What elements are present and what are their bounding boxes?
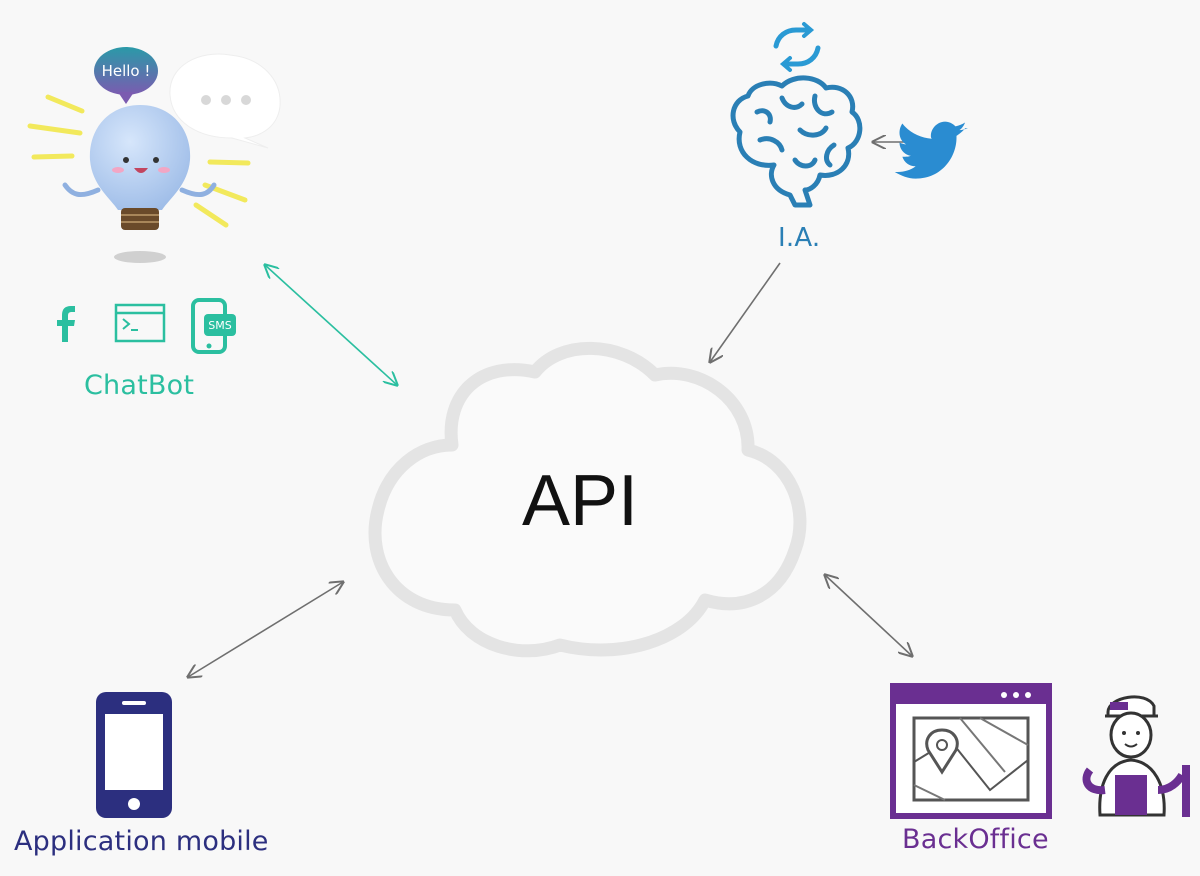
refresh-icon	[773, 22, 821, 72]
edge-chatbot-api	[265, 265, 397, 385]
ia-label: I.A.	[778, 223, 821, 253]
edge-mobile-api	[188, 582, 343, 677]
chatbot-mascot-icon	[27, 47, 281, 263]
hello-bubble-text: Hello !	[102, 62, 151, 80]
brain-icon	[730, 75, 863, 208]
twitter-icon	[894, 121, 968, 179]
api-cloud	[368, 341, 807, 658]
sms-icon-text: SMS	[208, 319, 231, 332]
chatbot-label: ChatBot	[84, 370, 195, 401]
sms-icon	[191, 298, 236, 354]
web-chat-icon	[114, 303, 166, 343]
backoffice-label: BackOffice	[902, 824, 1049, 855]
edge-backoffice-api	[825, 575, 912, 656]
mobile-app-label: Application mobile	[14, 826, 269, 857]
smartphone-icon	[96, 692, 172, 818]
facebook-icon	[57, 306, 75, 342]
edge-ia-api	[710, 262, 781, 362]
map-window-icon	[890, 683, 1052, 819]
api-label: API	[521, 461, 639, 541]
worker-icon	[1082, 695, 1190, 817]
